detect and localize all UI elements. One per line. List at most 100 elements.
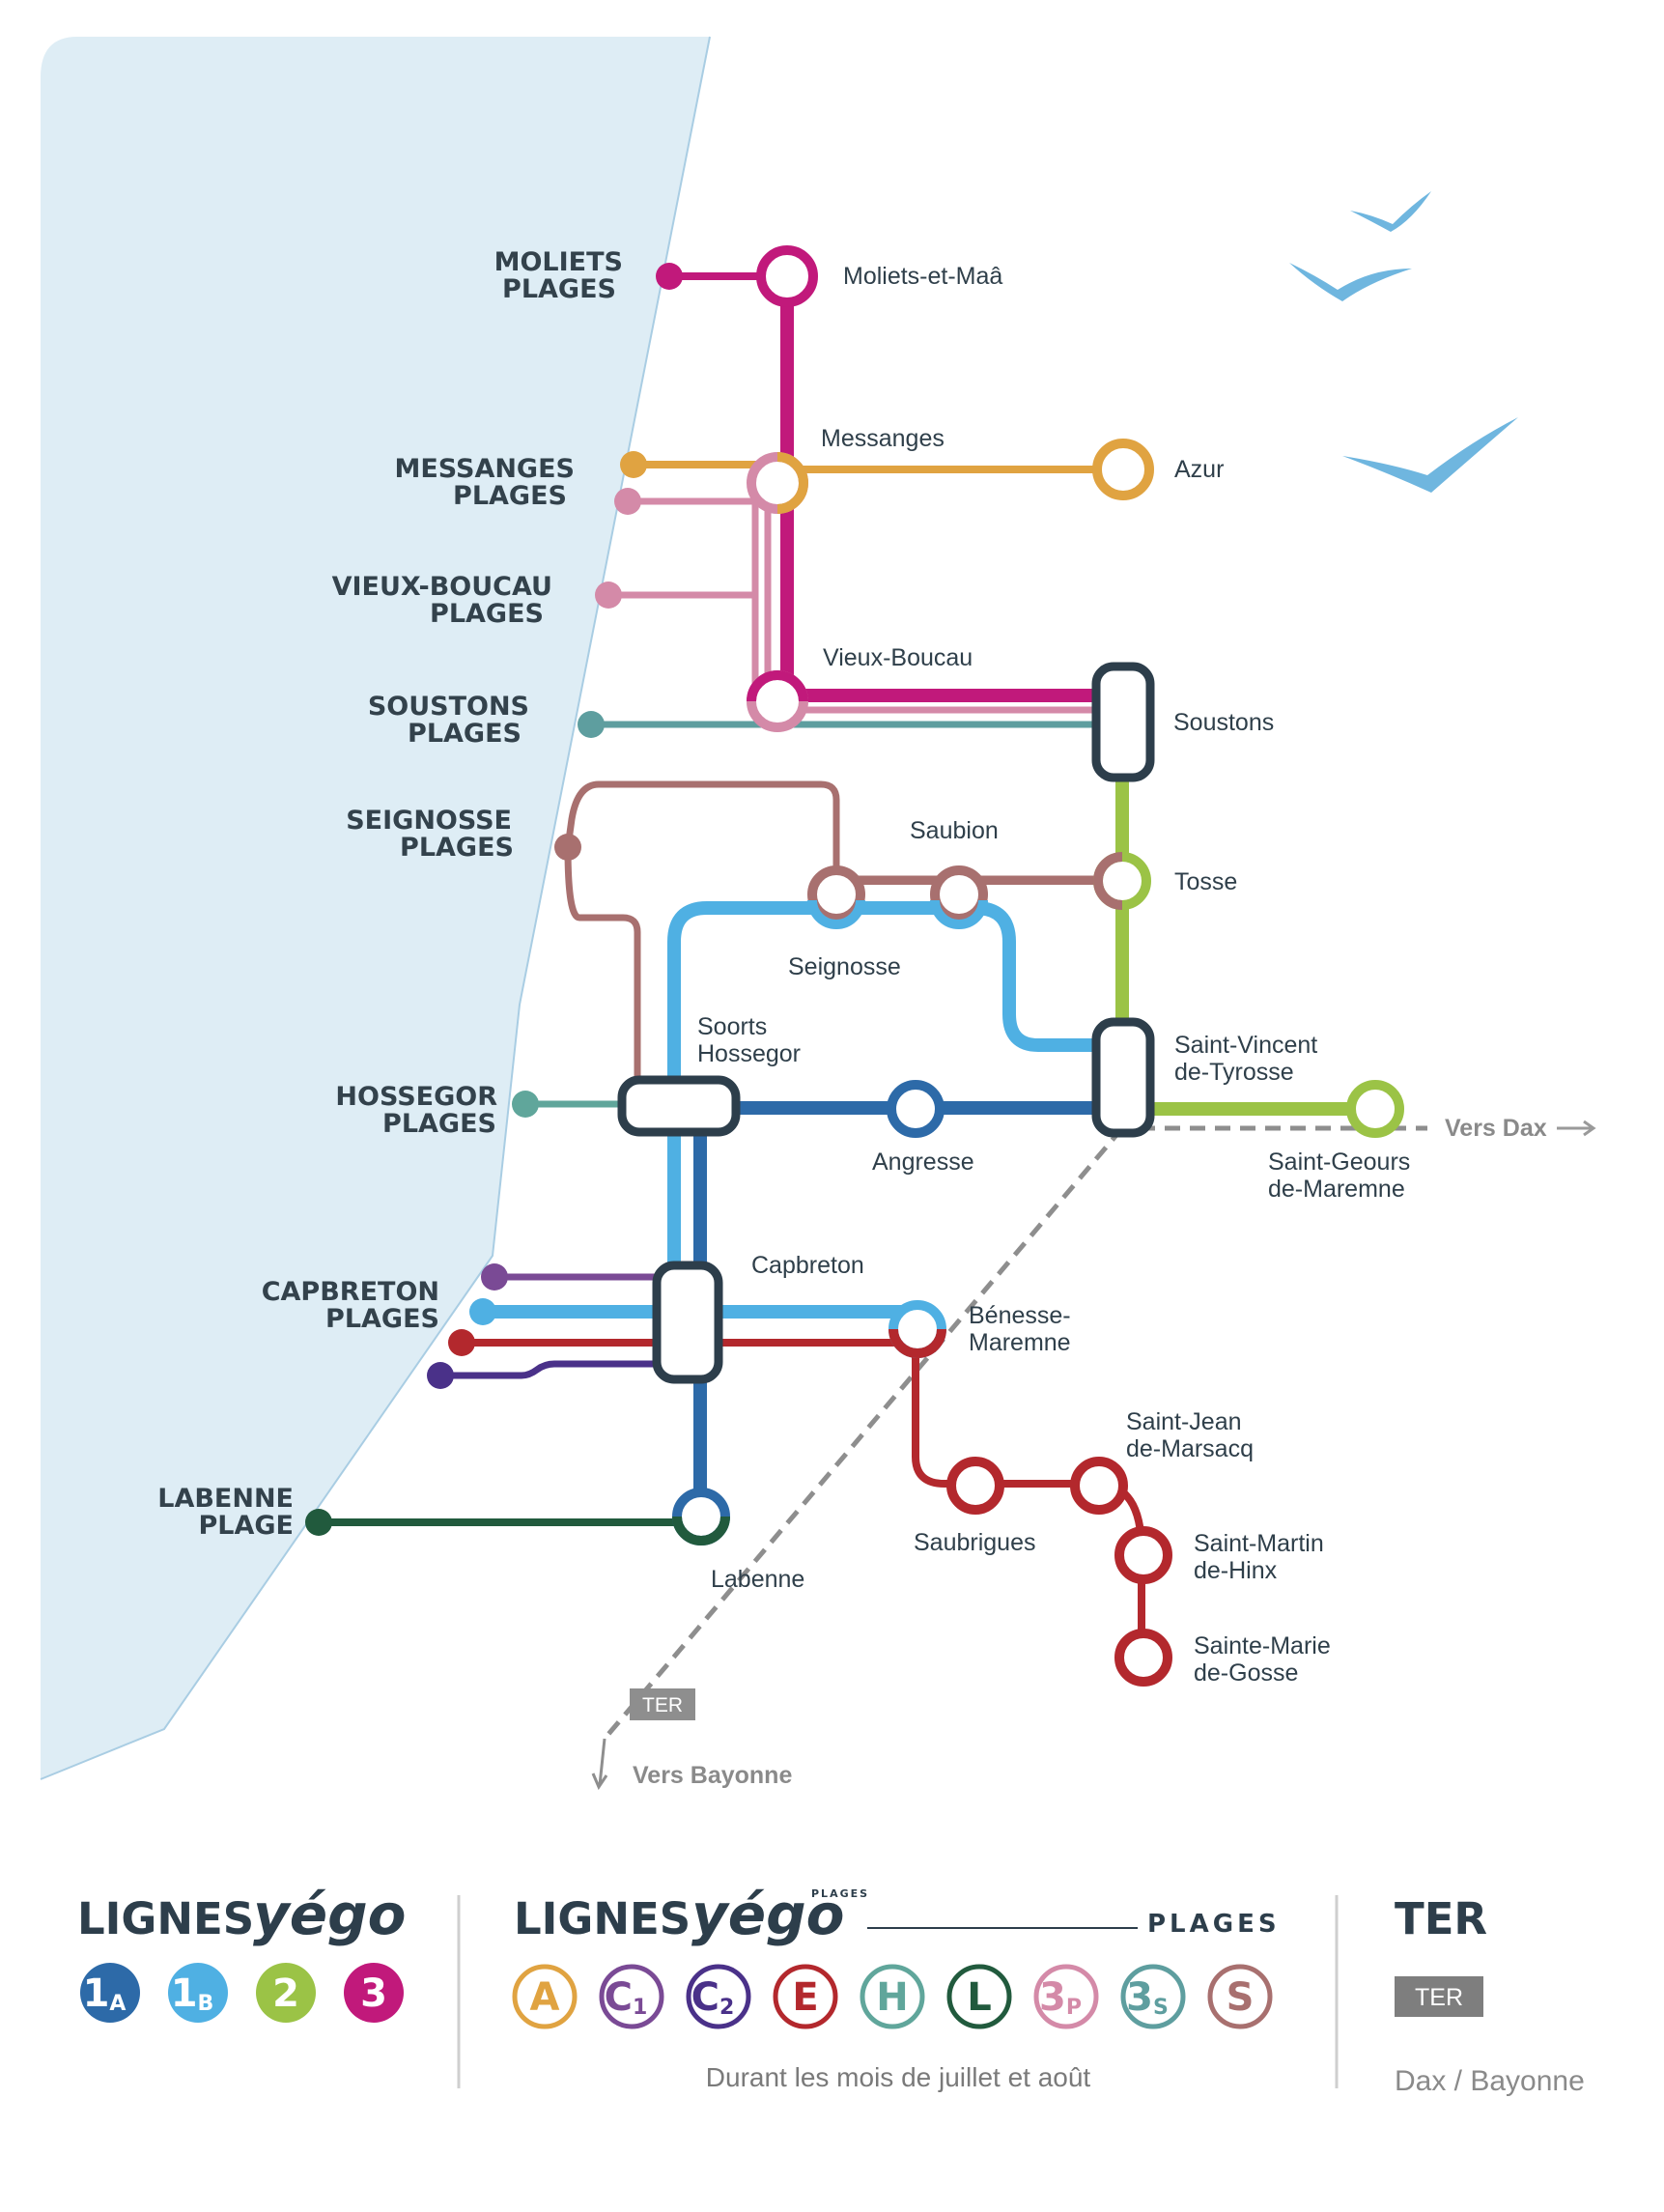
line-badge-label: A bbox=[530, 1975, 560, 2020]
arrow-down-icon bbox=[591, 1738, 608, 1791]
line-badge-c2[interactable]: C2 bbox=[686, 1964, 751, 2029]
hub-soustons[interactable] bbox=[1091, 662, 1155, 782]
legend-ter-badge-text: TER bbox=[1415, 1984, 1463, 2011]
hub-soorts-hossegor[interactable] bbox=[617, 1075, 741, 1137]
station-saubion[interactable] bbox=[807, 865, 865, 923]
station-angresse[interactable] bbox=[887, 1080, 945, 1138]
legend-group2-brand-tag: PLAGES bbox=[811, 1887, 869, 1900]
legend-group3-title: TER bbox=[1395, 1893, 1487, 1944]
station-saint-geours[interactable] bbox=[1346, 1080, 1404, 1138]
bird-icon bbox=[1350, 191, 1431, 232]
svg-text:TER: TER bbox=[642, 1694, 683, 1716]
hub-saint-vincent[interactable] bbox=[1091, 1017, 1155, 1138]
station-saint-jean[interactable] bbox=[1070, 1457, 1128, 1515]
line-badge-label: C2 bbox=[691, 1975, 735, 2020]
legend-group2-title: LIGNES bbox=[514, 1893, 691, 1944]
line-badge-label: 3P bbox=[1039, 1975, 1082, 2020]
legend-group1-brand: yégo bbox=[253, 1882, 407, 1947]
line-badge-c1[interactable]: C1 bbox=[599, 1964, 664, 2029]
line-badge-label: S bbox=[1227, 1975, 1255, 2020]
coastline bbox=[40, 36, 711, 1780]
line-badge-label: E bbox=[792, 1975, 818, 2020]
line-badge-label: 1A bbox=[83, 1971, 127, 2016]
sea-area bbox=[41, 37, 710, 1779]
label-vers-bayonne: Vers Bayonne bbox=[633, 1762, 792, 1789]
line-E-route bbox=[455, 1339, 1145, 1656]
line-badge-label: H bbox=[876, 1975, 908, 2020]
bird-icon bbox=[1289, 263, 1412, 301]
line-badge-label: 3S bbox=[1126, 1975, 1169, 2020]
legend-group3-note: Dax / Bayonne bbox=[1395, 2065, 1585, 2097]
label-benesse: Bénesse-Maremne bbox=[969, 1302, 1071, 1356]
line-badge-3[interactable]: 3 bbox=[344, 1963, 404, 2023]
label-capbreton: Capbreton bbox=[751, 1252, 864, 1279]
label-tosse: Tosse bbox=[1174, 868, 1237, 895]
label-saubion: Saubion bbox=[910, 817, 999, 844]
station-saint-martin[interactable] bbox=[1114, 1526, 1172, 1584]
line-badge-l[interactable]: L bbox=[946, 1964, 1012, 2029]
line-badge-label: L bbox=[967, 1975, 992, 2020]
line-badge-s[interactable]: S bbox=[1207, 1964, 1273, 2029]
station-azur[interactable] bbox=[1092, 439, 1154, 500]
line-badge-3p[interactable]: 3P bbox=[1033, 1964, 1099, 2029]
line-C2-route bbox=[437, 1360, 680, 1379]
label-soustons: Soustons bbox=[1173, 709, 1274, 736]
arrow-right-icon bbox=[1557, 1120, 1596, 1137]
station-saubrigues[interactable] bbox=[946, 1457, 1004, 1515]
legend-group1-title: LIGNES bbox=[77, 1893, 254, 1944]
label-messanges: Messanges bbox=[821, 425, 945, 452]
label-saubrigues: Saubrigues bbox=[914, 1529, 1035, 1556]
line-badge-h[interactable]: H bbox=[860, 1964, 925, 2029]
station-seignosse[interactable] bbox=[930, 865, 988, 923]
label-vers-dax: Vers Dax bbox=[1445, 1115, 1547, 1142]
label-vieux-boucau: Vieux-Boucau bbox=[823, 644, 973, 671]
ter-badge-map: TER bbox=[630, 1688, 695, 1720]
line-3-route bbox=[780, 269, 1115, 702]
bird-icon bbox=[1342, 417, 1518, 493]
line-badge-2[interactable]: 2 bbox=[256, 1963, 316, 2023]
line-badge-1b[interactable]: 1B bbox=[168, 1963, 228, 2023]
station-sainte-marie[interactable] bbox=[1114, 1629, 1172, 1687]
line-badge-e[interactable]: E bbox=[773, 1964, 838, 2029]
label-labenne: Labenne bbox=[711, 1566, 804, 1593]
line-3P-route bbox=[624, 497, 1113, 714]
legend-group2-brand: yégo bbox=[691, 1882, 845, 1947]
label-angresse: Angresse bbox=[872, 1149, 974, 1176]
legend: LIGNES yégo 1A 1B 2 3 LIGNES yégo PLAGES PL… bbox=[77, 1882, 1585, 2097]
station-moliets[interactable] bbox=[756, 245, 818, 307]
hub-capbreton[interactable] bbox=[652, 1261, 723, 1384]
line-badge-3s[interactable]: 3S bbox=[1120, 1964, 1186, 2029]
line-S-route bbox=[564, 780, 1126, 1105]
label-seignosse: Seignosse bbox=[788, 953, 901, 980]
line-badge-1a[interactable]: 1A bbox=[80, 1963, 140, 2023]
line-badge-label: 1B bbox=[171, 1971, 214, 2016]
line-badge-label: C1 bbox=[605, 1975, 648, 2020]
hubs bbox=[617, 662, 1155, 1384]
stations bbox=[672, 245, 1404, 1687]
legend-group2-suffix: PLAGES bbox=[1147, 1910, 1281, 1939]
line-badge-label: 2 bbox=[272, 1971, 299, 2016]
label-azur: Azur bbox=[1174, 456, 1224, 483]
beach-stops bbox=[305, 263, 683, 1536]
legend-group2-note: Durant les mois de juillet et août bbox=[706, 2062, 1091, 2092]
legend-ter-badge bbox=[1395, 1976, 1483, 2017]
line-L-route bbox=[315, 1518, 719, 1542]
birds bbox=[1289, 191, 1518, 493]
line-badge-label: 3 bbox=[360, 1971, 387, 2016]
line-badge-a[interactable]: A bbox=[512, 1964, 578, 2029]
